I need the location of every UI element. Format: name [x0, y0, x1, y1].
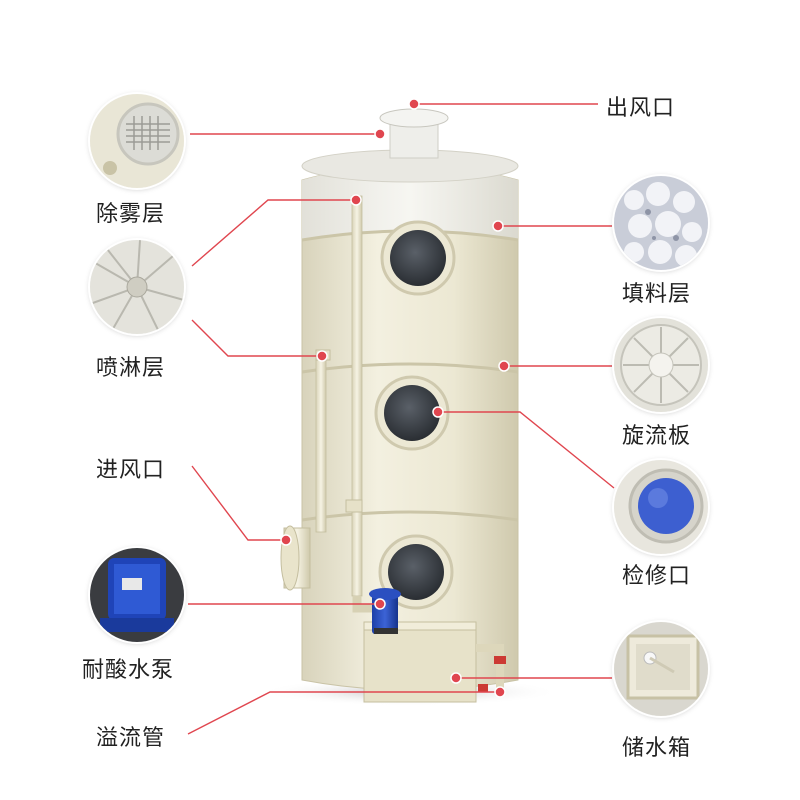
- pump-pipe: [352, 596, 378, 613]
- flange-ring: [301, 362, 519, 374]
- inspection-window: [380, 220, 456, 296]
- demister-thumbnail: [90, 94, 184, 188]
- label-spray: 喷淋层: [96, 356, 166, 381]
- water-tank-lid: [363, 621, 477, 631]
- pump-illustration: [369, 588, 401, 634]
- swirl-plate-thumbnail: [614, 318, 708, 412]
- spray-layer-thumbnail: [90, 240, 184, 334]
- overflow-pipe: [476, 644, 504, 690]
- pipe-valve: [345, 499, 363, 513]
- packing-layer-thumbnail: [614, 176, 708, 270]
- label-packing: 填料层: [622, 282, 692, 307]
- label-pump: 耐酸水泵: [82, 658, 175, 683]
- water-tank-thumbnail: [614, 622, 708, 716]
- water-tank: [363, 627, 477, 703]
- label-outlet: 出风口: [606, 96, 676, 121]
- drain-valve: [478, 684, 488, 692]
- label-inlet: 进风口: [96, 458, 166, 483]
- label-overflow-pipe: 溢流管: [96, 726, 166, 751]
- overflow-valve: [494, 656, 506, 664]
- flange-ring: [301, 510, 519, 522]
- inspection-window: [374, 375, 450, 451]
- pump-thumbnail: [90, 548, 184, 642]
- inspection-window: [378, 534, 454, 610]
- label-inspection-port: 检修口: [622, 564, 692, 589]
- outlet-flange: [379, 108, 449, 128]
- inspection-port-thumbnail: [614, 460, 708, 554]
- label-swirl-plate: 旋流板: [622, 424, 692, 449]
- leader-lines: [187, 103, 615, 735]
- label-water-tank: 储水箱: [622, 736, 692, 761]
- spray-pipe: [351, 195, 363, 597]
- spray-pipe: [315, 351, 327, 533]
- leader-dots: [280, 98, 510, 698]
- label-demister: 除雾层: [96, 202, 166, 227]
